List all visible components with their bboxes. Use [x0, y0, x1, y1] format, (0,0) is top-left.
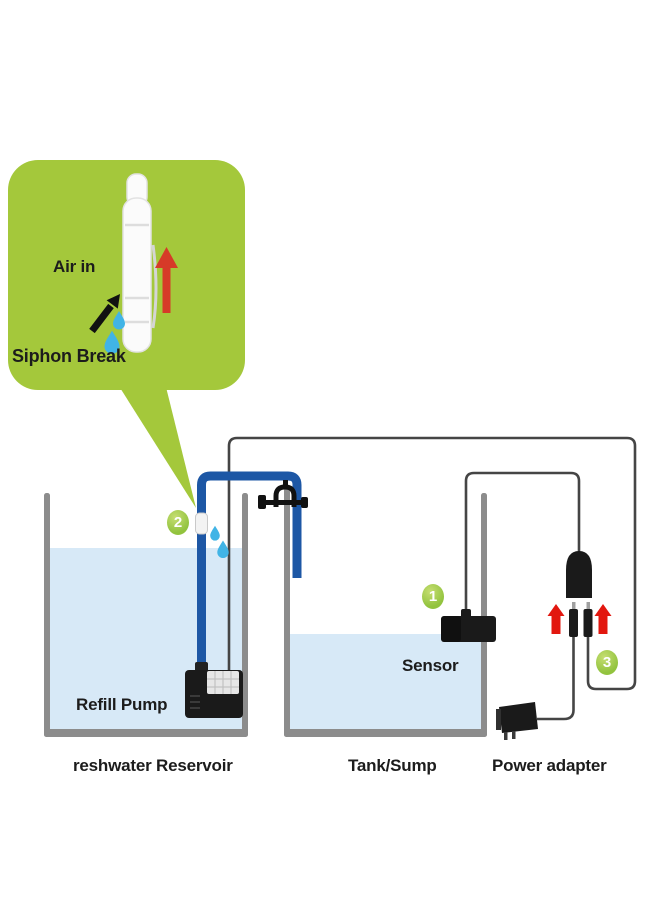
refill-pump-label: Refill Pump [76, 695, 168, 714]
sump-left-wall [284, 488, 290, 737]
flow-up-arrow-icon [155, 247, 178, 313]
callout-tail [117, 383, 196, 508]
reservoir-left-wall [44, 493, 50, 737]
step-badge-3: 3 [596, 650, 618, 675]
power-adapter-label: Power adapter [492, 756, 607, 775]
step-badge-2: 2 [167, 510, 189, 535]
droplet-icons-tube [210, 525, 229, 559]
air-in-label: Air in [53, 257, 96, 276]
plug-left [569, 602, 578, 637]
step-badge-1: 1 [422, 584, 444, 609]
sump-water [290, 634, 481, 729]
power-adapter [496, 702, 538, 740]
air-in-arrow-icon [89, 294, 120, 334]
cord-splitter [566, 551, 592, 598]
plug-arrow-right-icon [594, 604, 612, 634]
sump-bottom [284, 729, 487, 737]
plug-arrow-left-icon [547, 604, 565, 634]
reservoir-bottom [44, 729, 248, 737]
reservoir-label: reshwater Reservoir [73, 756, 233, 775]
siphon-break-fitting [195, 512, 208, 535]
siphon-break-fitting-illustration [122, 173, 158, 353]
tube-clamp [258, 480, 308, 509]
droplet-icons-callout [104, 311, 125, 354]
plug-right [583, 602, 593, 637]
adapter-cord [537, 637, 575, 721]
sump-right-wall [481, 493, 487, 737]
sump-tank [284, 488, 487, 737]
siphon-break-callout [8, 160, 245, 508]
refill-pump [185, 662, 243, 718]
siphon-break-label: Siphon Break [12, 346, 126, 366]
reservoir-right-wall [242, 493, 248, 737]
water-level-sensor [441, 609, 496, 642]
refill-tube [197, 471, 302, 668]
pump-power-cord [227, 436, 637, 691]
tank-sump-label: Tank/Sump [348, 756, 437, 775]
sensor-label: Sensor [402, 656, 459, 675]
sensor-cord [464, 471, 581, 618]
